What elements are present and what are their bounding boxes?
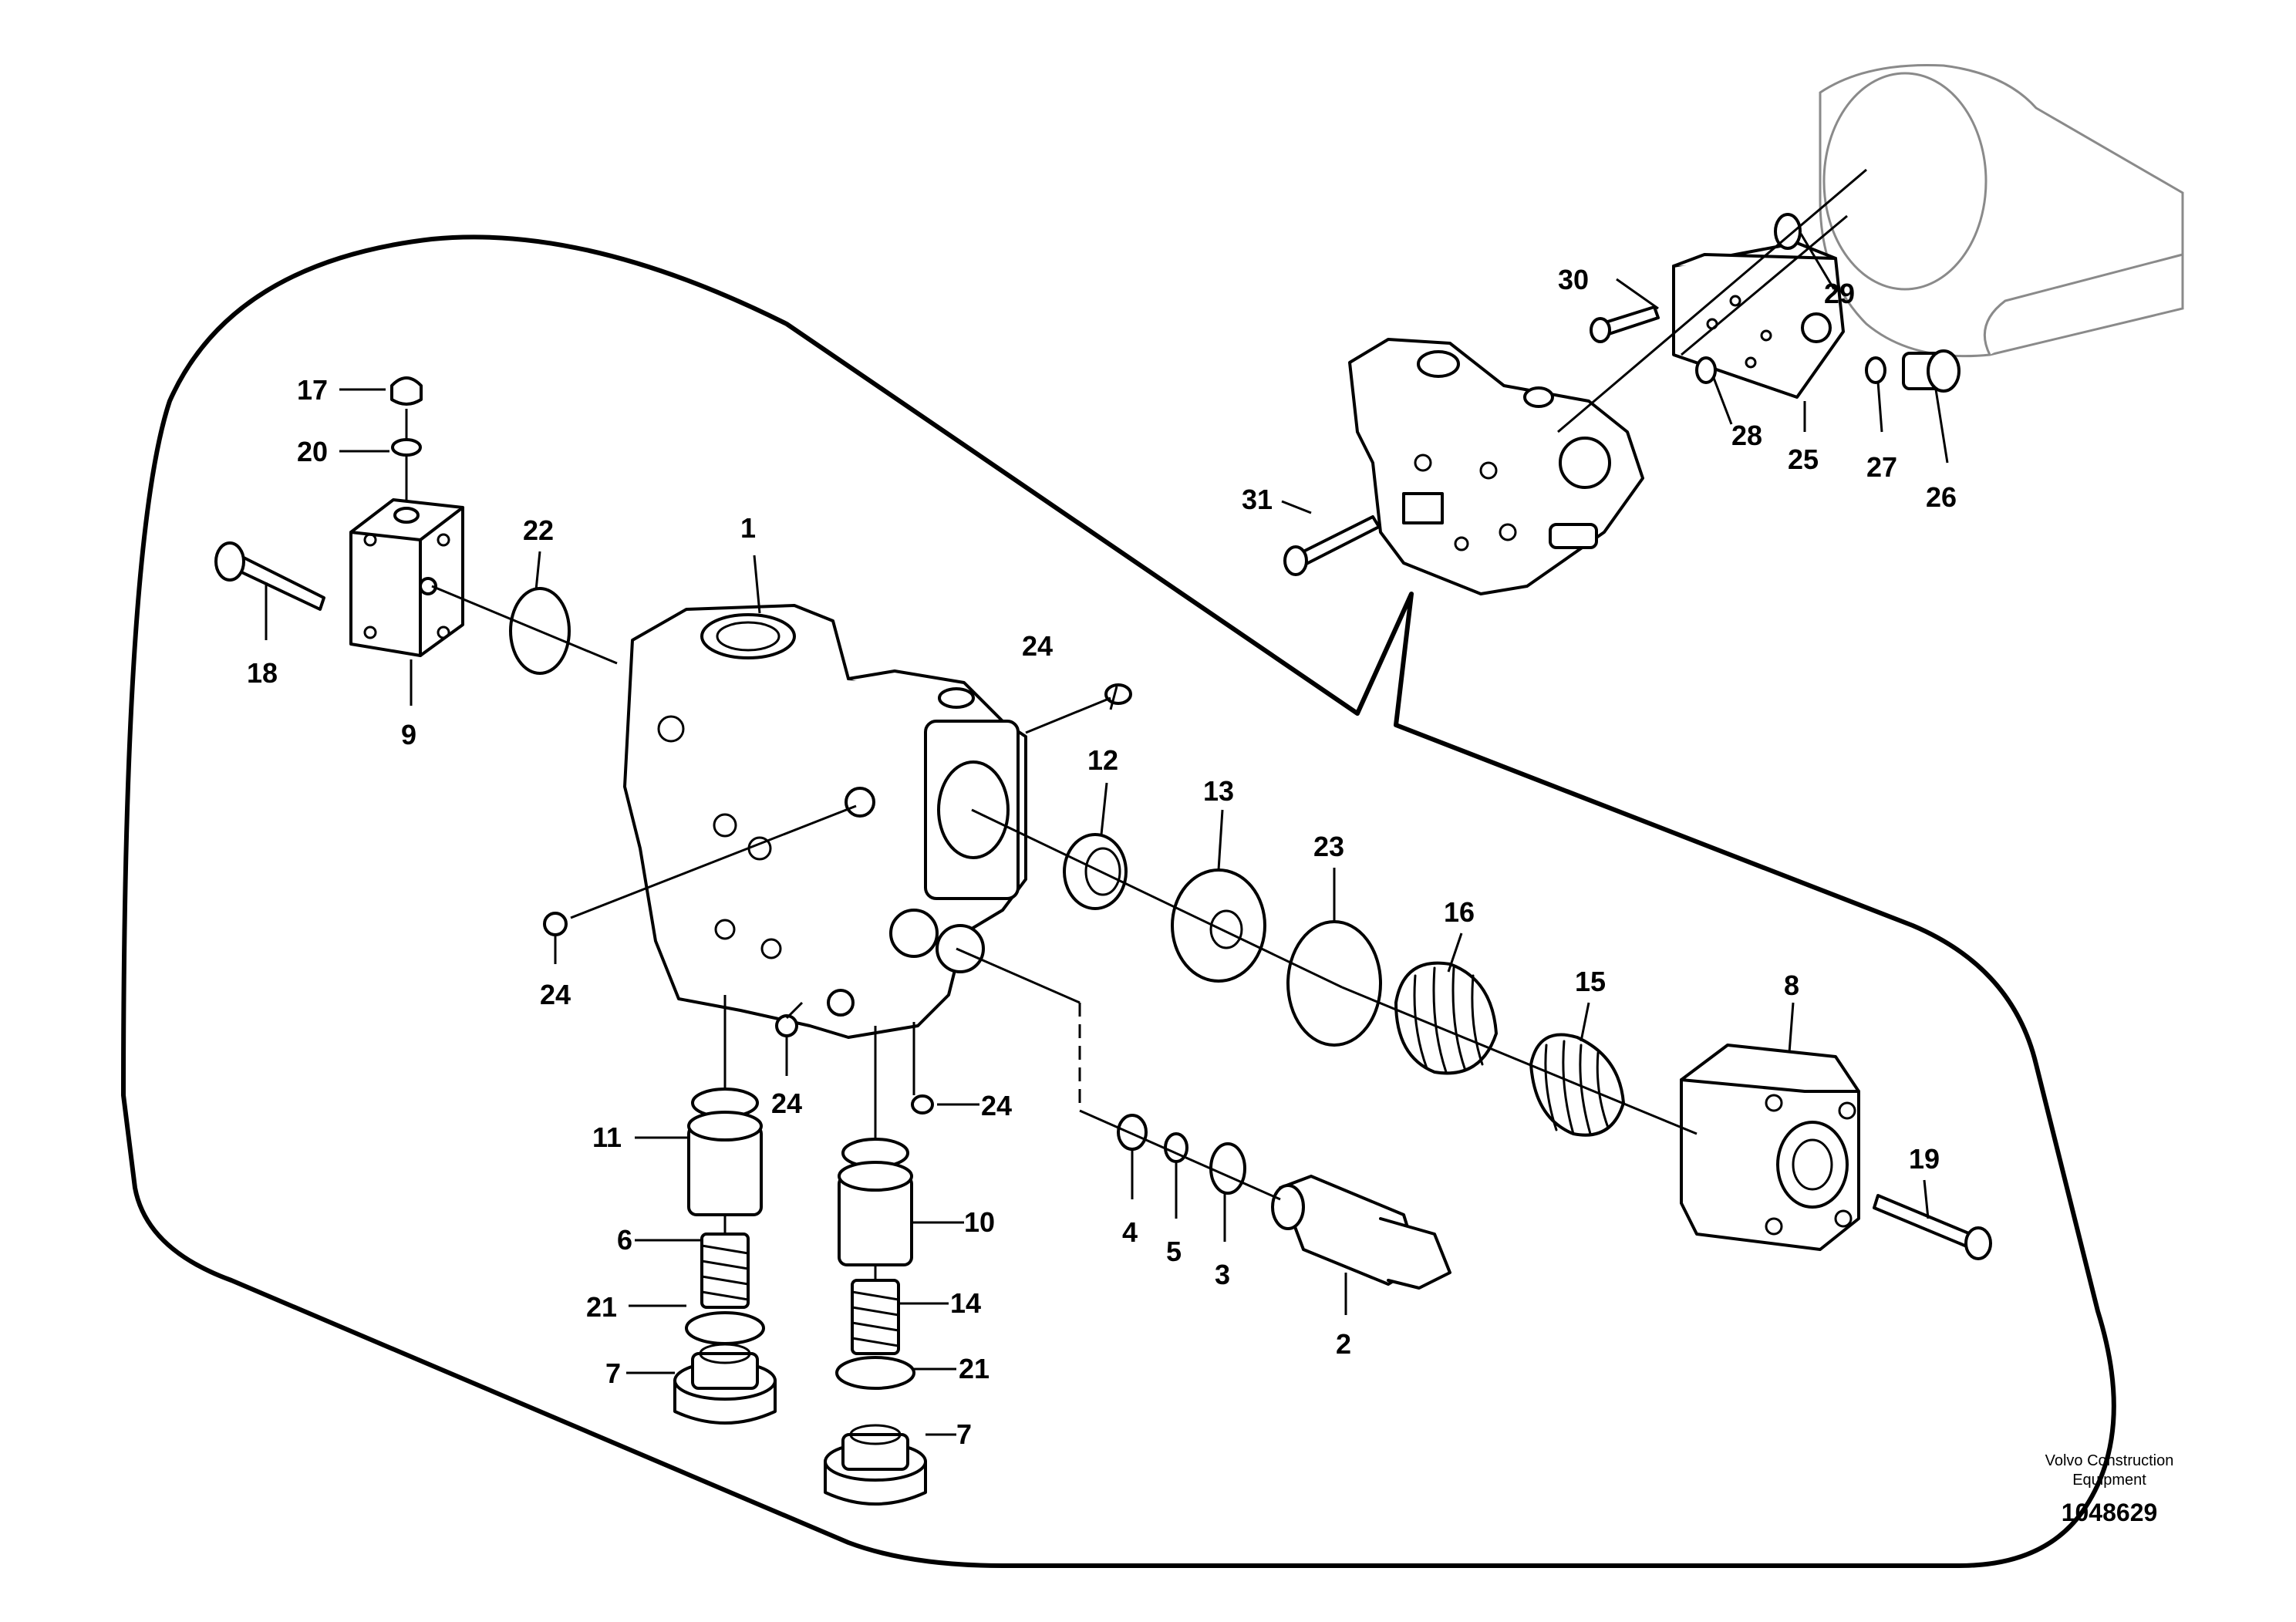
callout-22: 22 [523,514,554,546]
footer: Volvo Construction Equipment 1048629 [2045,1452,2174,1526]
plug-24-mid [775,1014,798,1037]
cap-8 [1680,1044,1860,1251]
callout-3: 3 [1215,1259,1230,1290]
callout-20: 20 [297,436,328,467]
piston-11 [687,1088,763,1216]
callout-29: 29 [1824,278,1855,309]
seal-27 [1865,356,1886,384]
detail-outline [121,234,2116,1568]
screw-30 [1590,305,1660,343]
callout-6: 6 [617,1224,632,1256]
callout-21-right: 21 [959,1353,990,1384]
callout-27: 27 [1866,451,1897,483]
valve-body-1 [623,604,1027,1039]
callout-10: 10 [964,1206,995,1238]
callout-15: 15 [1575,966,1606,997]
valve-assembly-small [1348,338,1644,595]
callout-16: 16 [1444,896,1475,928]
seal-28 [1695,356,1717,384]
callout-28: 28 [1731,420,1762,451]
seal-21-left [685,1311,765,1345]
callout-9: 9 [401,719,416,750]
seal-21-right [835,1356,915,1390]
callout-5: 5 [1166,1236,1182,1267]
callout-24-mid: 24 [771,1088,802,1119]
screw-31 [1283,515,1381,576]
plug-24-left [543,912,568,936]
callout-30: 30 [1558,264,1589,295]
callout-24-top: 24 [1022,630,1053,662]
callout-24-left: 24 [540,979,571,1010]
plug-17 [390,376,423,406]
callout-26: 26 [1926,481,1957,513]
plug-7-left [673,1343,777,1425]
brand-line-2: Equipment [2072,1472,2146,1489]
callout-17: 17 [297,374,328,406]
plug-7-right [824,1424,927,1506]
plug-26 [1902,349,1961,393]
seal-20 [391,438,422,457]
callout-1: 1 [740,512,756,544]
callout-12: 12 [1087,744,1118,776]
leaders-main [265,388,1930,1436]
spring-6 [700,1233,750,1309]
cylinder-ghost [1819,63,2184,358]
plate-25 [1672,241,1845,399]
bolt-19 [1873,1194,1992,1260]
seal-4 [1117,1114,1148,1151]
washer-13 [1171,868,1266,983]
callout-2: 2 [1336,1328,1351,1360]
callout-25: 25 [1788,443,1819,475]
callout-19: 19 [1909,1143,1940,1175]
callout-23: 23 [1313,831,1344,862]
callout-8: 8 [1784,969,1799,1001]
seal-3 [1209,1142,1246,1195]
callout-7-left: 7 [605,1357,621,1389]
callout-21-left: 21 [586,1291,617,1323]
callout-14: 14 [950,1287,981,1319]
callout-7-right: 7 [956,1418,972,1450]
spring-14 [851,1279,900,1355]
callout-31: 31 [1242,484,1273,515]
callout-4: 4 [1122,1216,1138,1248]
seal-29 [1774,213,1802,250]
document-number: 1048629 [2062,1499,2158,1526]
bolt-18 [214,541,325,611]
plug-24-bottom [911,1094,934,1114]
callout-labels: 1 2 3 4 5 6 7 7 8 9 10 11 12 13 14 15 16… [247,264,1957,1450]
callout-11: 11 [592,1121,622,1153]
spring-16 [1394,961,1498,1075]
callout-18: 18 [247,657,278,689]
callout-24-bottom: 24 [981,1090,1012,1121]
assembly-lines [405,409,1698,1280]
plug-24-top [1104,683,1132,705]
brand-line-1: Volvo Construction [2045,1452,2174,1469]
piston-10 [838,1138,913,1266]
leaders-top [1281,168,1949,514]
callout-13: 13 [1203,775,1234,807]
cover-9 [349,498,464,657]
sensor-2 [1271,1175,1451,1290]
seat-12 [1063,833,1128,910]
